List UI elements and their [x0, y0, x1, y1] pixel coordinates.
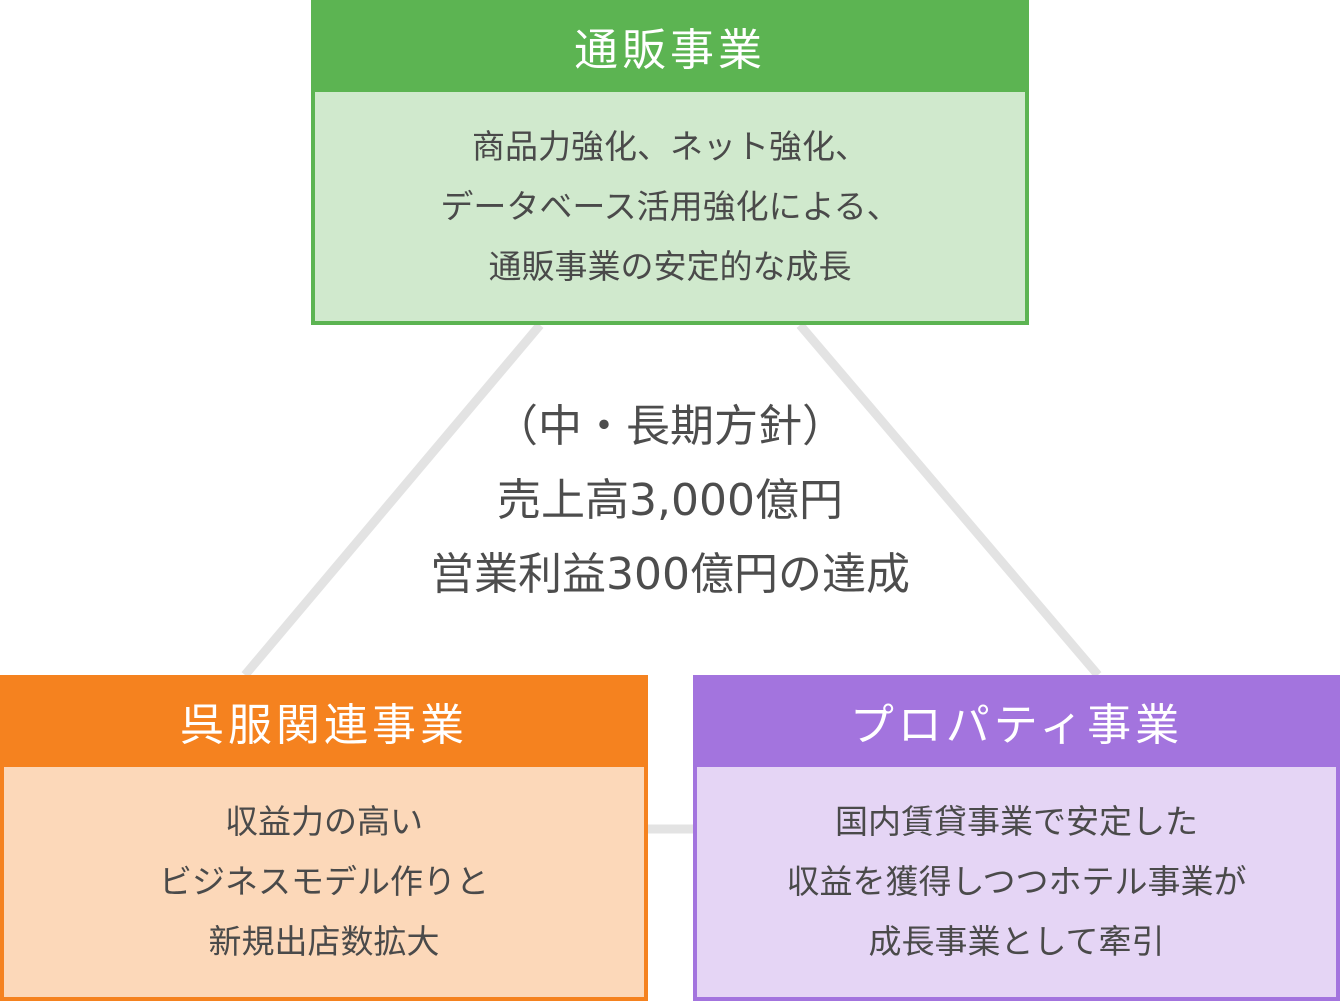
property-business-description: 国内賃貸事業で安定した 収益を獲得しつつホテル事業が 成長事業として牽引: [697, 767, 1336, 997]
policy-profit-target: 営業利益300億円の達成: [430, 549, 910, 600]
policy-sales-target: 売上高3,000億円: [497, 475, 843, 526]
mail-order-business-description: 商品力強化、ネット強化、 データベース活用強化による、 通販事業の安定的な成長: [315, 92, 1025, 321]
description-line: データベース活用強化による、: [440, 186, 900, 226]
mail-order-business-box: 通販事業 商品力強化、ネット強化、 データベース活用強化による、 通販事業の安定…: [311, 0, 1029, 325]
kimono-business-description: 収益力の高い ビジネスモデル作りと 新規出店数拡大: [4, 767, 644, 997]
description-line: 収益力の高い: [225, 802, 423, 841]
kimono-business-title: 呉服関連事業: [180, 700, 468, 751]
description-line: 新規出店数拡大: [208, 922, 440, 961]
connector-top-right: [796, 322, 1102, 678]
description-line: 国内賃貸事業で安定した: [835, 802, 1198, 841]
description-line: 商品力強化、ネット強化、: [472, 126, 868, 166]
description-line: 成長事業として牽引: [868, 922, 1165, 961]
connector-top-left: [241, 322, 544, 678]
description-line: 通販事業の安定的な成長: [488, 246, 852, 286]
policy-heading: （中・長期方針）: [494, 401, 846, 452]
description-line: ビジネスモデル作りと: [159, 862, 489, 901]
kimono-business-box: 呉服関連事業 収益力の高い ビジネスモデル作りと 新規出店数拡大: [0, 675, 648, 1001]
mail-order-business-title: 通販事業: [574, 25, 766, 76]
property-business-title: プロパティ事業: [849, 700, 1184, 751]
mid-long-term-policy: （中・長期方針） 売上高3,000億円 営業利益300億円の達成: [370, 390, 970, 612]
property-business-box: プロパティ事業 国内賃貸事業で安定した 収益を獲得しつつホテル事業が 成長事業と…: [693, 675, 1340, 1001]
description-line: 収益を獲得しつつホテル事業が: [786, 862, 1247, 901]
